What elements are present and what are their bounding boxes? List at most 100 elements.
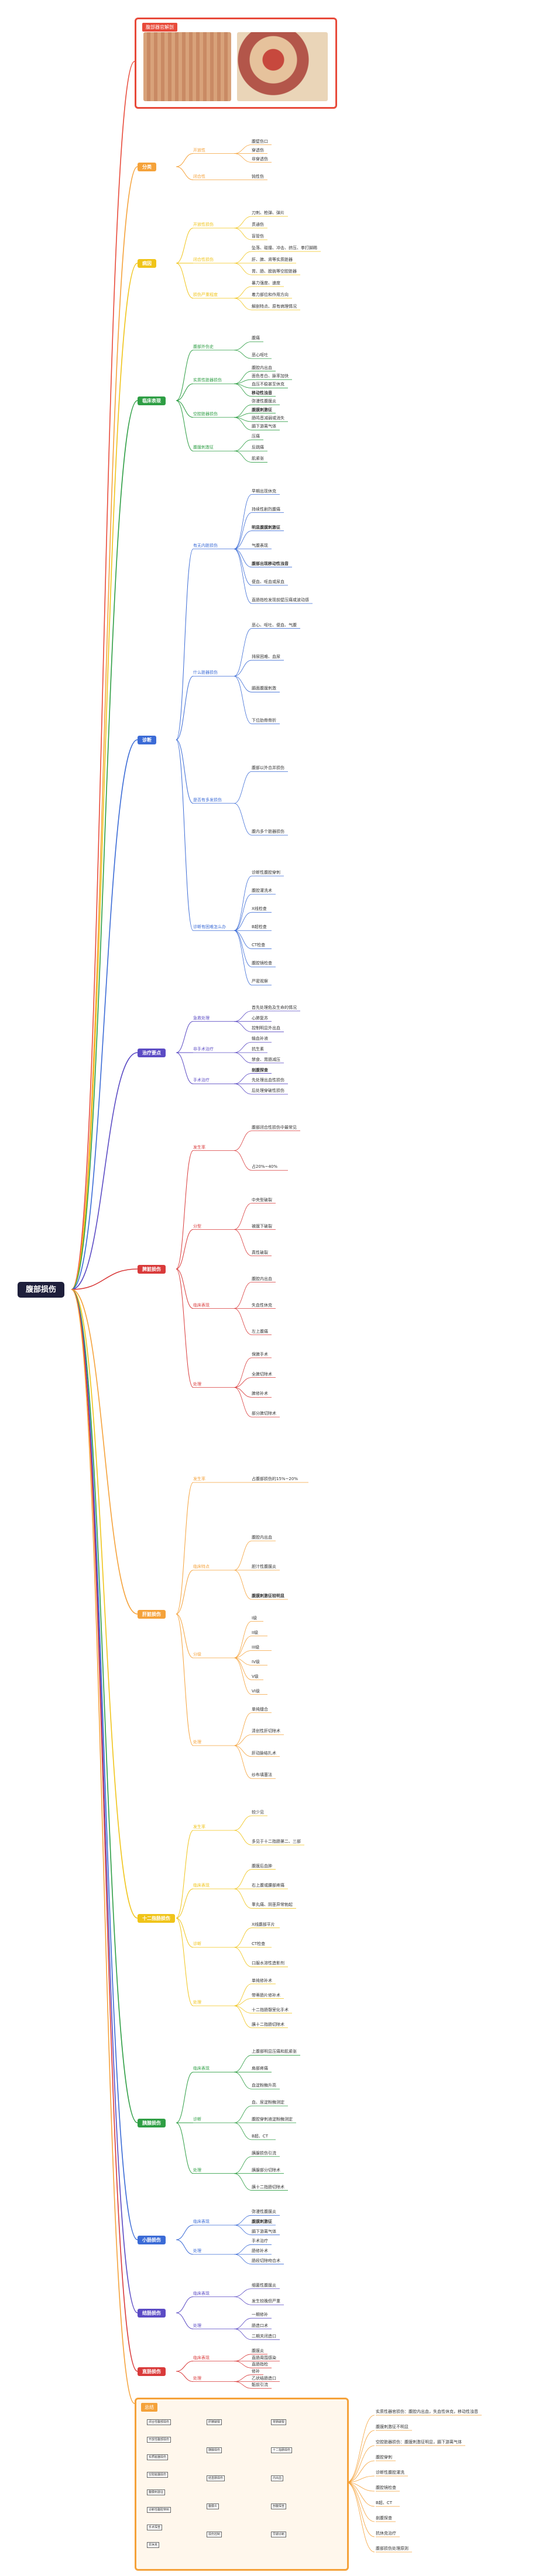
leaf-10-1-2: 二期关闭造口 [252, 2333, 276, 2339]
summary-left-2: 实质脏器损伤 [147, 2454, 169, 2460]
topic-9-1[interactable]: 处理 [193, 2249, 201, 2253]
topic-1-0[interactable]: 开放性损伤 [193, 222, 214, 227]
leaf-3-2-0: 腹部以外合并损伤 [252, 765, 284, 771]
abdominal-organs-illustration [237, 32, 328, 101]
leaf-7-2-1: CT检查 [252, 1942, 266, 1946]
leaf-3-0-6: 直肠指检发现前壁压痛或波动感 [252, 597, 309, 602]
topic-2-0[interactable]: 腹部外伤史 [193, 344, 214, 349]
leaf-11-0-0: 腹膜炎 [252, 2348, 264, 2353]
leaf-3-3-6: 严密观察 [252, 979, 268, 984]
leaf-9-0-2: 膈下游离气体 [252, 2229, 276, 2234]
summary-note-9: 腹部损伤处理原则 [376, 2546, 409, 2551]
leaf-3-0-5: 便血、呕血或尿血 [252, 579, 284, 584]
topic-2-2[interactable]: 空腔脏器损伤 [193, 411, 218, 416]
leaf-6-2-1: II级 [252, 1630, 259, 1635]
topic-0-0[interactable]: 开放性 [193, 147, 205, 153]
summary-note-4: 诊断性腹腔灌洗 [376, 2470, 404, 2475]
topic-7-3[interactable]: 处理 [193, 2000, 201, 2005]
topic-7-2[interactable]: 诊断 [193, 1942, 201, 1946]
summary-note-2: 空腔脏器损伤：腹膜刺激征明显，膈下游离气体 [376, 2440, 462, 2444]
topic-3-3[interactable]: 诊断有困难怎么办 [193, 925, 226, 930]
topic-3-1[interactable]: 什么脏器损伤 [193, 670, 218, 675]
topic-3-0[interactable]: 有无内脏损伤 [193, 543, 218, 548]
summary-right-1: 胃肠破裂 [271, 2419, 287, 2425]
summary-right-4: 结直肠损伤 [207, 2475, 225, 2481]
topic-5-0[interactable]: 发生率 [193, 1144, 205, 1150]
leaf-2-2-2: 肠鸣音减弱或消失 [252, 415, 284, 420]
topic-2-1[interactable]: 实质性脏器损伤 [193, 378, 222, 383]
leaf-3-1-3: 下位肋骨骨折 [252, 718, 276, 723]
leaf-3-0-0: 早期出现休克 [252, 488, 276, 494]
topic-11-0[interactable]: 临床表现 [193, 2355, 210, 2360]
topic-5-1[interactable]: 分型 [193, 1223, 201, 1229]
topic-8-1[interactable]: 诊断 [193, 2117, 201, 2122]
leaf-2-1-1: 面色苍白、脉率加快 [252, 374, 289, 379]
branch-8[interactable]: 胰腺损伤 [138, 2119, 166, 2127]
topic-10-1[interactable]: 处理 [193, 2323, 201, 2328]
leaf-5-1-0: 中央型破裂 [252, 1197, 272, 1202]
branch-1[interactable]: 病因 [138, 259, 156, 268]
topic-5-3[interactable]: 处理 [193, 1381, 201, 1387]
branch-11[interactable]: 直肠损伤 [138, 2367, 166, 2376]
topic-9-0[interactable]: 临床表现 [193, 2219, 210, 2224]
branch-2[interactable]: 临床表现 [138, 396, 166, 405]
topic-6-1[interactable]: 临床特点 [193, 1564, 210, 1569]
leaf-1-0-1: 贯通伤 [252, 222, 264, 227]
topic-6-3[interactable]: 处理 [193, 1740, 201, 1744]
topic-2-3[interactable]: 腹膜刺激征 [193, 445, 214, 450]
topic-7-1[interactable]: 临床表现 [193, 1883, 210, 1888]
leaf-3-3-2: X线检查 [252, 906, 267, 912]
topic-4-0[interactable]: 急救处理 [193, 1015, 210, 1020]
branch-10[interactable]: 结肠损伤 [138, 2309, 166, 2318]
topic-11-1[interactable]: 处理 [193, 2375, 201, 2381]
topic-1-1[interactable]: 闭合性损伤 [193, 257, 214, 262]
leaf-6-3-2: 肝动脉结扎术 [252, 1750, 276, 1756]
leaf-4-1-1: 抗生素 [252, 1047, 264, 1051]
leaf-4-0-0: 首先处理危及生命的情况 [252, 1005, 297, 1010]
summary-right-0: 肝脾破裂 [207, 2419, 222, 2425]
topic-3-2[interactable]: 是否有多发损伤 [193, 797, 222, 802]
topic-8-2[interactable]: 处理 [193, 2167, 201, 2172]
topic-6-2[interactable]: 分级 [193, 1652, 201, 1657]
summary-left-5: 诊断性腹腔穿刺 [147, 2507, 171, 2513]
header-title: 腹部器官解剖 [142, 23, 177, 32]
branch-0[interactable]: 分类 [138, 163, 156, 171]
leaf-6-2-0: I级 [252, 1615, 258, 1620]
leaf-6-3-0: 单纯缝合 [252, 1706, 268, 1712]
leaf-7-3-1: 带蒂肠片修补术 [252, 1992, 280, 1998]
leaf-5-2-2: 左上腹痛 [252, 1329, 268, 1334]
branch-9[interactable]: 小肠损伤 [138, 2236, 166, 2244]
branch-4[interactable]: 治疗要点 [138, 1049, 166, 1057]
leaf-6-2-2: III级 [252, 1644, 260, 1650]
topic-1-2[interactable]: 损伤严重程度 [193, 292, 218, 297]
leaf-7-1-1: 右上腹或腰部疼痛 [252, 1883, 284, 1888]
leaf-1-2-1: 着力部位和作用方向 [252, 292, 289, 297]
topic-4-2[interactable]: 手术治疗 [193, 1078, 210, 1083]
leaf-7-2-0: X线腹部平片 [252, 1922, 275, 1927]
branch-3[interactable]: 诊断 [138, 736, 156, 744]
leaf-11-0-2: 直肠指检 [252, 2362, 268, 2367]
summary-title: 总结 [141, 2403, 157, 2412]
topic-7-0[interactable]: 发生率 [193, 1825, 205, 1829]
leaf-6-0-0: 占腹部损伤的15%~20% [252, 1477, 298, 1481]
summary-right-3: 十二指肠损伤 [271, 2447, 293, 2453]
leaf-11-1-1: 乙状结肠造口 [252, 2375, 276, 2381]
branch-5[interactable]: 脾脏损伤 [138, 1265, 166, 1274]
topic-5-2[interactable]: 临床表现 [193, 1302, 210, 1308]
topic-0-1[interactable]: 闭合性 [193, 174, 205, 179]
branch-6[interactable]: 肝脏损伤 [138, 1610, 166, 1619]
topic-10-0[interactable]: 临床表现 [193, 2291, 210, 2296]
leaf-3-0-3: 气腹表现 [252, 543, 268, 548]
leaf-6-1-0: 腹腔内出血 [252, 1535, 272, 1540]
leaf-5-0-1: 占20%~40% [252, 1164, 277, 1170]
topic-6-0[interactable]: 发生率 [193, 1477, 205, 1481]
root-node[interactable]: 腹部损伤 [18, 1282, 65, 1298]
leaf-7-3-3: 胰十二指肠切除术 [252, 2022, 284, 2027]
leaf-5-1-1: 被膜下破裂 [252, 1223, 272, 1229]
leaf-10-1-1: 肠造口术 [252, 2323, 268, 2328]
leaf-3-0-4: 腹部出现移动性浊音 [252, 561, 289, 566]
topic-4-1[interactable]: 非手术治疗 [193, 1047, 214, 1051]
topic-8-0[interactable]: 临床表现 [193, 2066, 210, 2071]
branch-7[interactable]: 十二指肠损伤 [138, 1914, 175, 1923]
